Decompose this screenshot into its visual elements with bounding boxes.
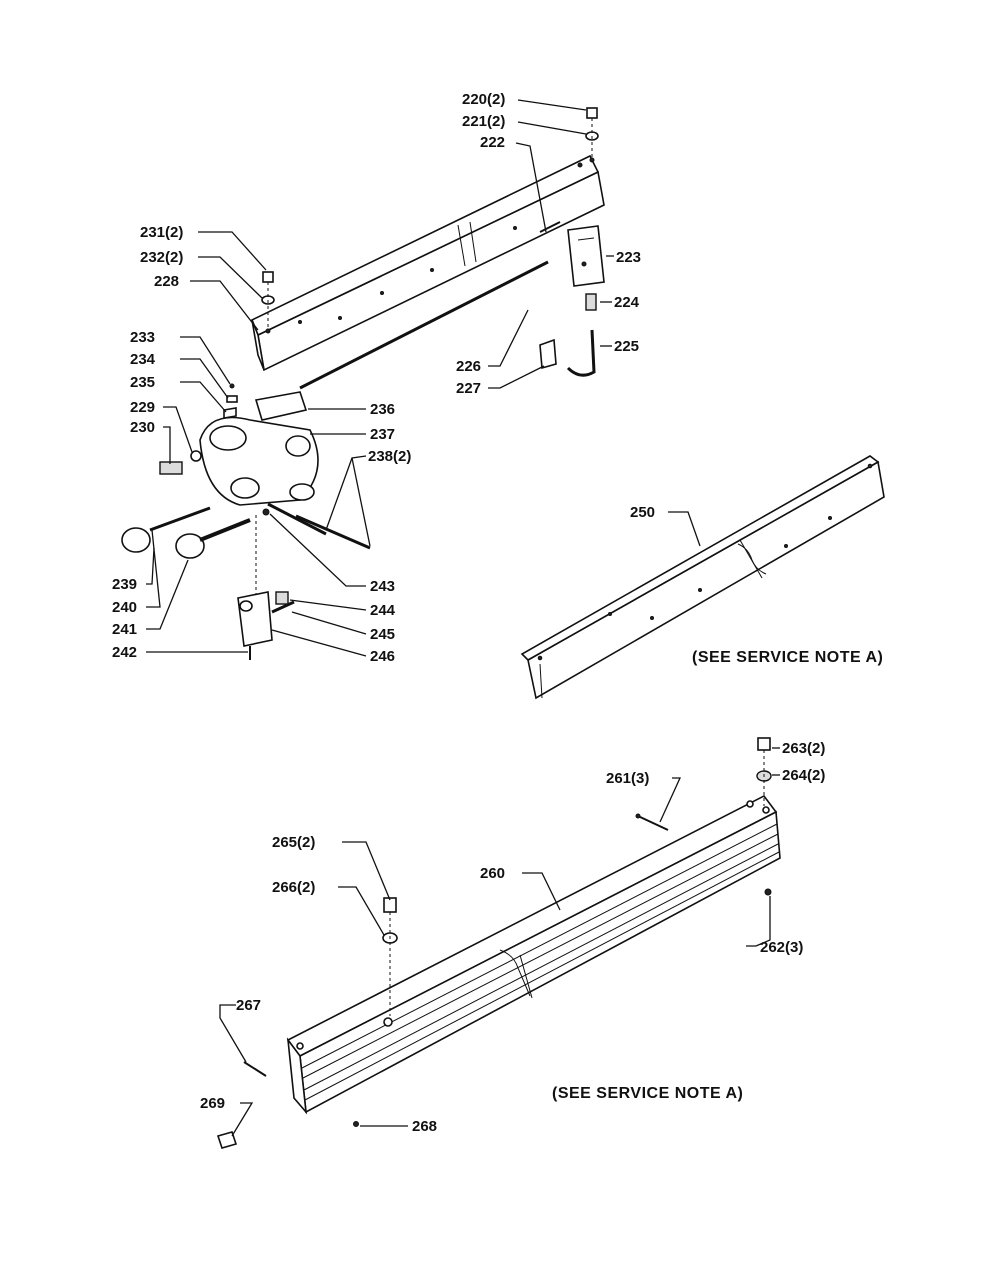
label-220: 220(2) [462,91,505,108]
label-229: 229 [130,399,155,416]
rail-extrusion-250 [520,455,885,700]
label-264: 264(2) [782,767,825,784]
label-234: 234 [130,351,156,368]
label-243: 243 [370,578,395,595]
label-222: 222 [480,134,505,151]
label-260: 260 [480,865,505,882]
label-226: 226 [456,358,481,375]
label-231: 231(2) [140,224,183,241]
label-239: 239 [112,576,137,593]
label-228: 228 [154,273,179,290]
label-267: 267 [236,997,261,1014]
label-263: 263(2) [782,740,825,757]
label-233: 233 [130,329,155,346]
label-227: 227 [456,380,481,397]
label-232: 232(2) [140,249,183,266]
label-235: 235 [130,374,155,391]
service-note-lower: (SEE SERVICE NOTE A) [552,1085,743,1102]
label-268: 268 [412,1118,437,1135]
label-237: 237 [370,426,395,443]
callout-labels: 220(2) 221(2) 222 223 224 225 226 227 22… [112,91,883,1135]
label-244: 244 [370,602,396,619]
label-246: 246 [370,648,395,665]
service-note-upper: (SEE SERVICE NOTE A) [692,649,883,666]
label-236: 236 [370,401,395,418]
label-269: 269 [200,1095,225,1112]
label-241: 241 [112,621,137,638]
label-262: 262(3) [760,939,803,956]
label-245: 245 [370,626,395,643]
label-265: 265(2) [272,834,315,851]
front-rail-260 [216,737,781,1149]
label-224: 224 [614,294,640,311]
label-266: 266(2) [272,879,315,896]
label-250: 250 [630,504,655,521]
label-225: 225 [614,338,639,355]
label-230: 230 [130,419,155,436]
leader-lines [146,99,780,1137]
fence-rail-assembly [121,107,605,660]
label-240: 240 [112,599,137,616]
label-223: 223 [616,249,641,266]
label-261: 261(3) [606,770,649,787]
label-238: 238(2) [368,448,411,465]
label-242: 242 [112,644,137,661]
label-221: 221(2) [462,113,505,130]
